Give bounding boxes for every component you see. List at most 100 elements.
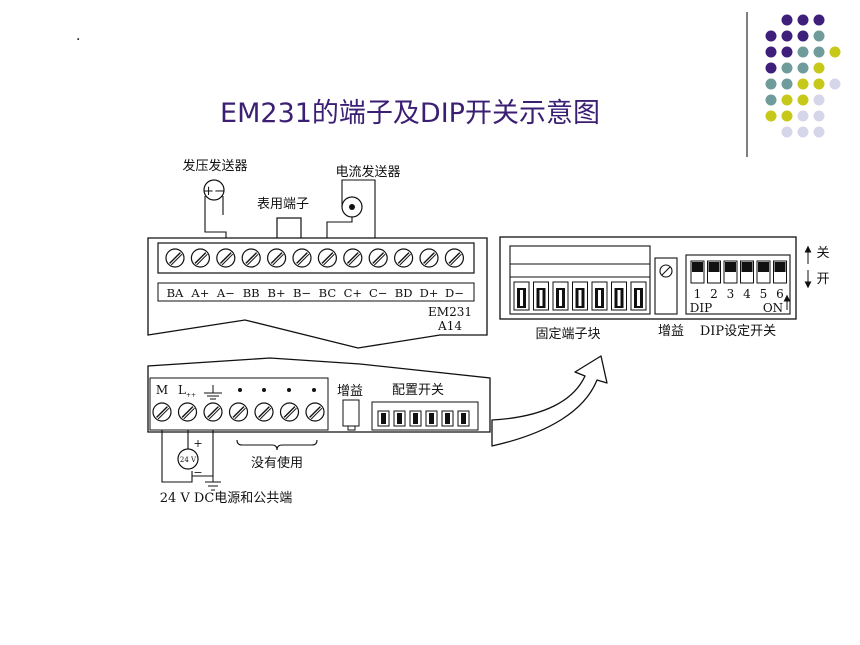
terminal-screw-icon (317, 248, 337, 268)
decor-dot (797, 94, 809, 106)
bottom-module: M L ++ 增益 配置开关 24 V + − 24 V DC (147, 357, 491, 506)
fixed-terminal-slots (513, 281, 647, 311)
terminal-label: C− (369, 286, 387, 300)
decor-dot (797, 30, 809, 42)
terminal-screw-icon (177, 402, 198, 422)
terminal-screw-icon (292, 248, 312, 268)
voltage-transmitter-label: 发压发送器 (182, 158, 247, 174)
current-transmitter-wire (341, 179, 376, 243)
dip-switch-number: 2 (710, 287, 718, 301)
terminal-screw-icon (241, 248, 261, 268)
terminal-label: B+ (268, 286, 286, 300)
decor-dot (765, 30, 777, 42)
fixed-terminal-slot (572, 281, 588, 311)
terminal-screw-icon (190, 248, 210, 268)
m-terminal-label: M (156, 383, 168, 397)
config-switch-label: 配置开关 (392, 383, 444, 398)
bottom-terminal-screws (152, 402, 325, 422)
terminal-label: BA (167, 286, 184, 300)
unused-brace (236, 439, 318, 451)
config-dip-switch (409, 410, 422, 427)
terminal-screw-icon (228, 402, 249, 422)
power-ground-icon (205, 476, 221, 491)
fixed-terminal-slot (552, 281, 569, 311)
decor-dot (829, 78, 841, 90)
meter-terminal-label: 表用端子 (257, 197, 309, 212)
decor-dot (829, 46, 841, 58)
fixed-terminal-slot (630, 281, 647, 311)
decor-dot (781, 30, 793, 42)
decor-dot (797, 110, 809, 122)
dip-switch-label: DIP设定开关 (700, 324, 776, 339)
on-label: ON (763, 301, 783, 315)
dip-switch-number: 6 (776, 287, 784, 301)
terminal-label: C+ (344, 286, 362, 300)
open-label: 开 (816, 272, 829, 287)
decor-dot (797, 46, 809, 58)
terminal-label: BC (319, 286, 337, 300)
decor-dot (813, 78, 825, 90)
decor-dot (797, 78, 809, 90)
decor-dot (813, 14, 825, 26)
power-label: 24 V DC电源和公共端 (160, 491, 293, 506)
bottom-gain-pot (342, 399, 360, 427)
current-transmitter-label: 电流发送器 (335, 164, 400, 180)
fixed-terminal-slot (533, 281, 549, 311)
config-dip-switch (425, 410, 438, 427)
config-dip-switch (441, 410, 454, 427)
terminal-screw-icon (165, 248, 185, 268)
terminal-screw-icon (343, 248, 363, 268)
dip-switches (690, 260, 787, 284)
decor-dot (797, 14, 809, 26)
dip-switch (707, 260, 721, 284)
config-dip-switches (377, 410, 470, 427)
decor-dot (765, 78, 777, 90)
terminal-label: D+ (420, 286, 439, 300)
decor-dot (813, 110, 825, 122)
terminal-screw-icon (203, 402, 223, 422)
power-minus-sign: − (193, 466, 202, 479)
dip-switch-number: 1 (694, 287, 702, 301)
decor-dot (781, 46, 793, 58)
terminal-label: BD (395, 286, 413, 300)
right-gain-label: 增益 (658, 324, 684, 339)
decor-dot (781, 14, 793, 26)
dip-label: DIP (690, 301, 712, 315)
decor-dot (781, 62, 793, 74)
decor-dot (797, 62, 809, 74)
off-label: 关 (816, 246, 829, 261)
decor-dot (813, 46, 825, 58)
decorative-dot-grid (765, 14, 841, 138)
decor-dot (781, 126, 793, 138)
l-terminal-label: L (178, 383, 186, 397)
l-terminal-subscript: ++ (186, 392, 196, 399)
dip-switch-number: 3 (727, 287, 735, 301)
model-code-label: A14 (437, 319, 462, 333)
terminal-screw-icon (152, 402, 172, 422)
voltage-transmitter-polarity: +− (203, 184, 225, 199)
terminal-label-strip (157, 282, 475, 302)
terminal-label: BB (243, 286, 260, 300)
decor-dot (813, 94, 825, 106)
terminal-screw-icon (419, 248, 439, 268)
config-dip-switch (457, 410, 470, 427)
terminal-screw-icon (368, 248, 388, 268)
decor-dot (781, 78, 793, 90)
current-transmitter-wire-2 (326, 217, 353, 243)
decor-dot (781, 94, 793, 106)
decor-dot (765, 46, 777, 58)
terminal-screw-icon (305, 402, 325, 422)
decor-dot (813, 62, 825, 74)
terminal-label: B− (293, 286, 311, 300)
decor-dot (765, 62, 777, 74)
dip-switch-number: 4 (743, 287, 751, 301)
terminal-screw-icon (279, 402, 300, 422)
meter-terminal-box (276, 217, 302, 241)
decor-dot (797, 126, 809, 138)
terminal-label: D− (445, 286, 464, 300)
unused-dots (238, 388, 316, 392)
